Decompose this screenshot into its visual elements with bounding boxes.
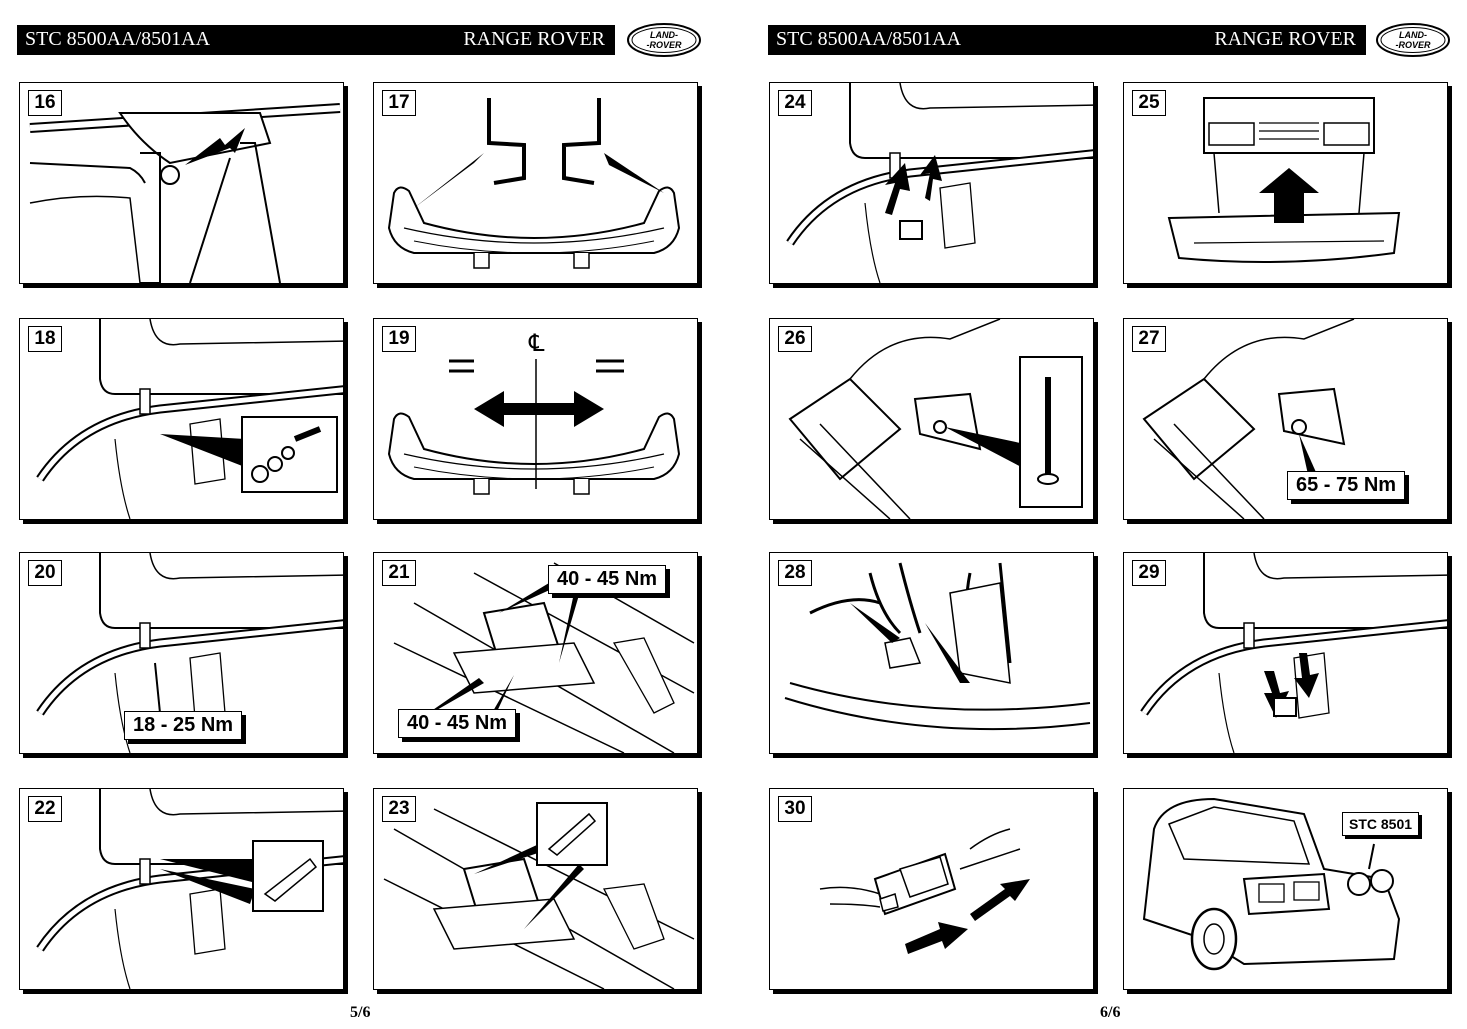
step-number: 18	[28, 326, 62, 352]
step-20-illustration	[20, 553, 343, 753]
right-header-code: STC 8500AA/8501AA	[776, 28, 962, 50]
step-number: 21	[382, 560, 416, 586]
right-page-number: 6/6	[1100, 1004, 1121, 1021]
right-page-header: STC 8500AA/8501AA RANGE ROVER	[768, 25, 1366, 55]
torque-label-top: 40 - 45 Nm	[548, 565, 667, 594]
step-30-panel: 30	[769, 788, 1094, 990]
step-29-illustration	[1124, 553, 1447, 753]
step-21-illustration	[393, 562, 695, 753]
logo-text-top: LAND-	[650, 30, 678, 40]
step-21-panel: 21 40 - 45 Nm 40 - 45 Nm	[373, 552, 698, 754]
step-number: 22	[28, 796, 62, 822]
step-28-panel: 28	[769, 552, 1094, 754]
step-number: 26	[778, 326, 812, 352]
step-26-panel: 26	[769, 318, 1094, 520]
logo-text-top: LAND-	[1399, 30, 1427, 40]
step-27-panel: 27 65 - 75 Nm	[1123, 318, 1448, 520]
torque-label: 65 - 75 Nm	[1287, 471, 1406, 500]
torque-label-bottom: 40 - 45 Nm	[398, 709, 517, 738]
step-22-panel: 22	[19, 788, 344, 990]
range-rover-front-illustration	[1142, 797, 1401, 971]
step-24-illustration	[770, 83, 1093, 283]
logo-text-bottom: -ROVER	[1395, 40, 1431, 50]
step-17-illustration	[388, 98, 680, 269]
step-number: 20	[28, 560, 62, 586]
step-number: 23	[382, 796, 416, 822]
accessory-callout: STC 8501	[1342, 812, 1420, 836]
left-page-number: 5/6	[350, 1004, 371, 1021]
step-number: 29	[1132, 560, 1166, 586]
step-16-panel: 16	[19, 82, 344, 284]
land-rover-logo: LAND- -ROVER	[627, 23, 701, 57]
vehicle-overview-panel: STC 8501	[1123, 788, 1448, 990]
step-25-illustration	[1167, 97, 1401, 263]
step-29-panel: 29	[1123, 552, 1448, 754]
step-19-illustration: ℄	[388, 329, 680, 495]
step-number: 30	[778, 796, 812, 822]
step-30-illustration	[819, 828, 1030, 954]
logo-text-bottom: -ROVER	[646, 40, 682, 50]
step-20-panel: 20 18 - 25 Nm	[19, 552, 344, 754]
step-number: 27	[1132, 326, 1166, 352]
torque-label: 18 - 25 Nm	[124, 711, 243, 740]
right-header-model: RANGE ROVER	[1214, 28, 1356, 50]
step-number: 16	[28, 90, 62, 116]
step-23-panel: 23	[373, 788, 698, 990]
step-18-panel: 18	[19, 318, 344, 520]
step-number: 17	[382, 90, 416, 116]
step-number: 25	[1132, 90, 1166, 116]
step-18-illustration	[20, 319, 343, 519]
step-17-panel: 17	[373, 82, 698, 284]
left-header-model: RANGE ROVER	[463, 28, 605, 50]
step-25-panel: 25	[1123, 82, 1448, 284]
step-23-illustration	[383, 802, 695, 989]
step-26-illustration	[788, 319, 1083, 519]
step-19-panel: 19 ℄	[373, 318, 698, 520]
land-rover-logo: LAND- -ROVER	[1376, 23, 1450, 57]
step-28-illustration	[784, 562, 1091, 731]
step-number: 24	[778, 90, 812, 116]
step-24-panel: 24	[769, 82, 1094, 284]
left-header-code: STC 8500AA/8501AA	[25, 28, 211, 50]
step-number: 19	[382, 326, 416, 352]
left-page-header: STC 8500AA/8501AA RANGE ROVER	[17, 25, 615, 55]
step-16-illustration	[29, 103, 341, 283]
step-number: 28	[778, 560, 812, 586]
step-22-illustration	[20, 789, 343, 989]
step-27-illustration	[1142, 319, 1355, 519]
centerline-symbol: ℄	[528, 329, 545, 357]
